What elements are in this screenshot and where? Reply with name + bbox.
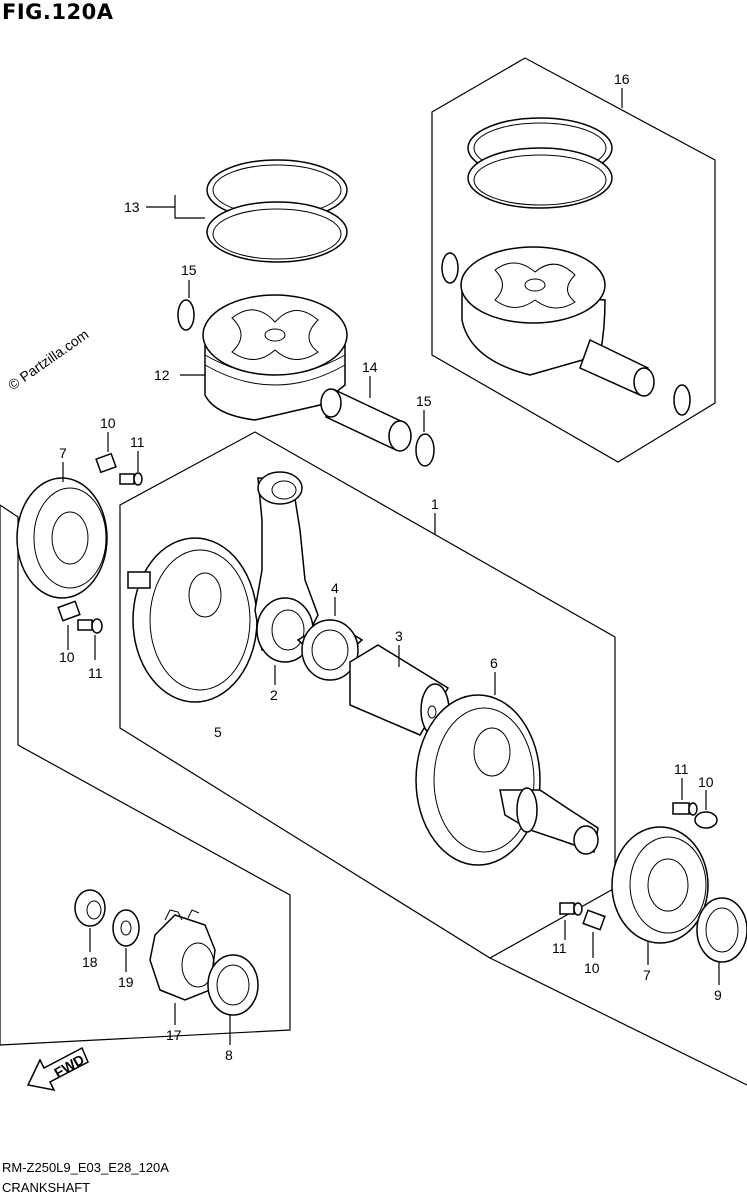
bolt-11a (119, 472, 143, 486)
piston (202, 294, 348, 421)
callout-18: 18 (82, 954, 98, 970)
kit-piston (460, 246, 606, 376)
callout-2: 2 (270, 687, 278, 703)
piston-ring-bottom (206, 201, 348, 263)
callout-11-right-lower: 11 (552, 940, 567, 956)
crank-web-left (127, 537, 258, 703)
circlip-lower (415, 433, 435, 467)
washer-19 (112, 909, 140, 947)
callout-7-left: 7 (59, 445, 67, 461)
callout-14: 14 (362, 359, 378, 375)
circlip-upper (177, 299, 195, 331)
callout-12: 12 (154, 367, 170, 383)
lock-washer-10d (582, 909, 606, 931)
bearing-left (16, 477, 108, 599)
callout-10-mid-left: 10 (59, 649, 75, 665)
needle-bearing (296, 619, 364, 681)
oil-seal-right (696, 897, 747, 963)
callout-15-lower: 15 (416, 393, 432, 409)
lock-washer-10a (95, 452, 117, 474)
callout-10-right-lower: 10 (584, 960, 600, 976)
figure-code: RM-Z250L9_E03_E28_120A (2, 1160, 169, 1175)
callout-11-right-upper: 11 (674, 761, 689, 777)
callout-4: 4 (331, 580, 339, 596)
callout-10-right-upper: 10 (698, 774, 714, 790)
fwd-arrow-icon: FWD (26, 1046, 89, 1092)
crank-nut (74, 889, 106, 927)
lock-washer-10b (57, 600, 81, 622)
kit-piston-ring-bottom (467, 147, 613, 209)
piston-kit-box (431, 57, 716, 463)
callout-7-right: 7 (643, 967, 651, 983)
callout-1: 1 (431, 496, 439, 512)
left-side-box (0, 504, 291, 1046)
callout-17: 17 (166, 1027, 182, 1043)
bolt-11c (672, 802, 698, 816)
kit-circlip-left (441, 252, 459, 284)
callout-3: 3 (395, 628, 403, 644)
oil-seal-left (207, 954, 259, 1016)
callout-11-top-left: 11 (130, 434, 145, 450)
callout-8: 8 (225, 1047, 233, 1063)
callout-10-top-left: 10 (100, 415, 116, 431)
callout-15-upper: 15 (181, 262, 197, 278)
right-side-box-edge (489, 957, 747, 1086)
bolt-11d (559, 902, 583, 916)
callout-9: 9 (714, 987, 722, 1003)
callout-13: 13 (124, 199, 140, 215)
callout-11-mid-left: 11 (88, 665, 103, 681)
bracket-13 (174, 195, 205, 219)
lock-washer-10c (694, 811, 718, 829)
kit-circlip-right (673, 384, 691, 416)
callout-16: 16 (614, 71, 630, 87)
callout-5: 5 (214, 724, 222, 740)
figure-title: FIG.120A (2, 0, 114, 24)
crank-web-right (415, 694, 599, 866)
callout-19: 19 (118, 974, 134, 990)
primary-drive-gear (149, 909, 216, 1001)
bearing-right (611, 826, 709, 944)
bolt-11b (77, 618, 103, 634)
figure-caption: CRANKSHAFT (2, 1180, 91, 1195)
kit-piston-pin (579, 338, 655, 397)
piston-pin (320, 388, 412, 452)
connecting-rod (254, 471, 319, 663)
callout-6: 6 (490, 655, 498, 671)
